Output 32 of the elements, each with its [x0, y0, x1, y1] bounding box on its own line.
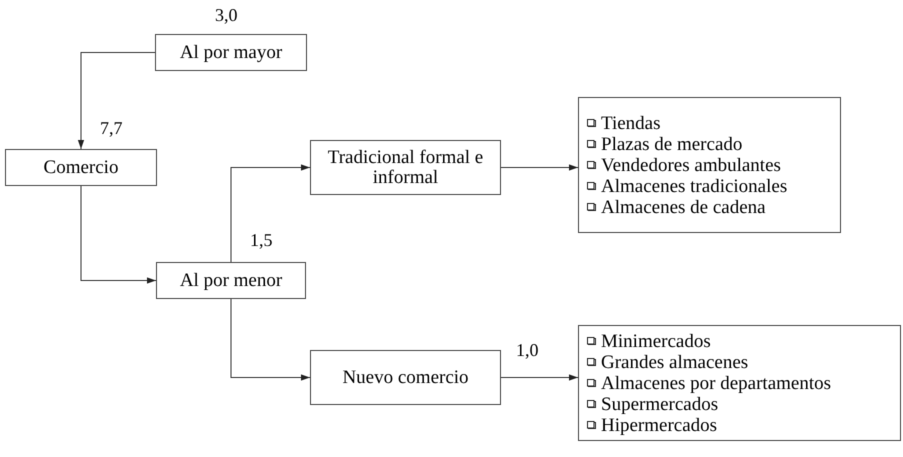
arrow — [500, 374, 578, 381]
box-label: Comercio — [42, 158, 120, 178]
box-label: Al por mayor — [178, 42, 284, 62]
arrow — [78, 52, 156, 150]
list-item-text: Almacenes tradicionales — [601, 176, 788, 196]
list-item-text: Supermercados — [601, 394, 718, 414]
arrow — [500, 164, 578, 171]
list-item-text: Grandes almacenes — [601, 352, 748, 372]
arrow — [80, 186, 156, 284]
value-label: 7,7 — [100, 117, 122, 139]
arrow — [230, 164, 310, 262]
list-item-text: Vendedores ambulantes — [601, 154, 781, 176]
list-item-text: Plazas de mercado — [601, 134, 742, 154]
process-box — [5, 149, 157, 186]
value-label: 1,0 — [516, 339, 538, 361]
process-box — [155, 34, 307, 71]
arrow — [230, 298, 310, 381]
list-item-text: Minimercados — [601, 330, 711, 352]
process-box — [310, 350, 501, 405]
list-item-text: Almacenes de cadena — [601, 196, 766, 218]
process-box — [156, 262, 306, 299]
list-box — [578, 97, 841, 233]
list-box — [578, 325, 901, 441]
value-label: 1,5 — [250, 229, 272, 251]
box-label: Nuevo comercio — [341, 368, 470, 388]
box-label: Al por menor — [178, 270, 284, 290]
list-item-text: Hipermercados — [601, 414, 718, 436]
value-label: 3,0 — [215, 4, 238, 26]
process-box — [310, 140, 501, 195]
list-item-text: Almacenes por departamentos — [601, 372, 832, 394]
box-label: Tradicional formal e informal — [326, 148, 484, 188]
list-item-text: Tiendas — [601, 112, 660, 134]
